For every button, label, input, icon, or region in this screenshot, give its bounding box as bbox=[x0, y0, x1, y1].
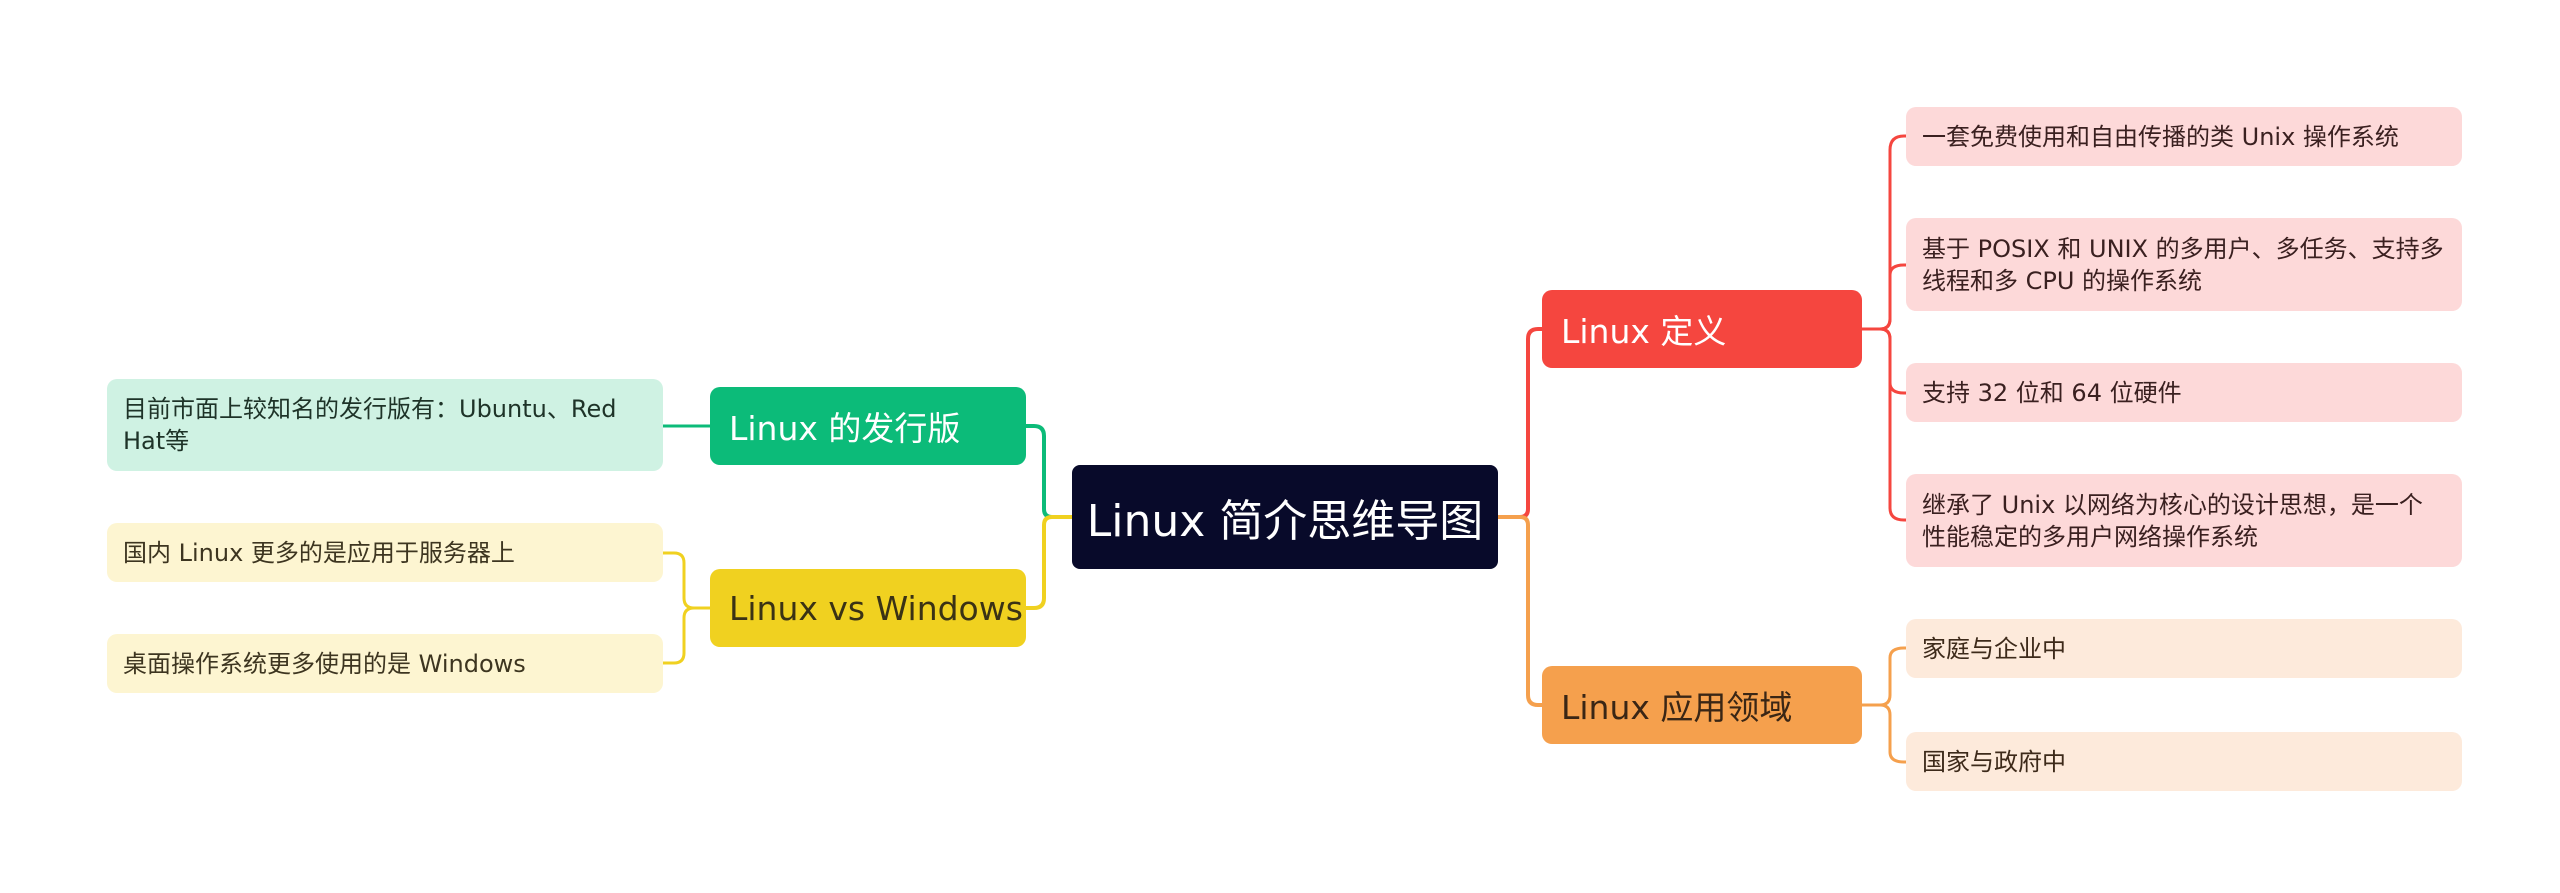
branch-application[interactable]: Linux 应用领域 bbox=[1542, 666, 1862, 744]
leaf-definition-1[interactable]: 一套免费使用和自由传播的类 Unix 操作系统 bbox=[1906, 107, 2462, 166]
leaf-vs-1[interactable]: 国内 Linux 更多的是应用于服务器上 bbox=[107, 523, 663, 582]
branch-distro[interactable]: Linux 的发行版 bbox=[710, 387, 1026, 465]
branch-definition[interactable]: Linux 定义 bbox=[1542, 290, 1862, 368]
connector-root-distro bbox=[1026, 424, 1072, 519]
connector-root-definition bbox=[1498, 327, 1542, 519]
leaf-distro-1-text: 目前市面上较知名的发行版有：Ubuntu、Red Hat等 bbox=[123, 395, 617, 455]
branch-application-label: Linux 应用领域 bbox=[1561, 688, 1793, 727]
connector-root-application bbox=[1498, 515, 1542, 707]
branch-distro-label: Linux 的发行版 bbox=[729, 409, 961, 448]
leaf-definition-3[interactable]: 支持 32 位和 64 位硬件 bbox=[1906, 363, 2462, 422]
root-node[interactable]: Linux 简介思维导图 bbox=[1072, 465, 1498, 569]
leaf-definition-4[interactable]: 继承了 Unix 以网络为核心的设计思想，是一个性能稳定的多用户网络操作系统 bbox=[1906, 474, 2462, 567]
connector-definition-leaf-3 bbox=[1862, 327, 1906, 395]
leaf-application-2[interactable]: 国家与政府中 bbox=[1906, 732, 2462, 791]
connector-application-leaf-2 bbox=[1862, 703, 1906, 764]
connector-vs-leaf-1 bbox=[663, 551, 710, 610]
connector-definition-leaf-4 bbox=[1862, 327, 1906, 522]
connector-definition-leaf-1 bbox=[1862, 134, 1906, 331]
branch-vs-label: Linux vs Windows bbox=[729, 588, 1023, 628]
root-title: Linux 简介思维导图 bbox=[1086, 496, 1484, 547]
leaf-definition-2-text: 基于 POSIX 和 UNIX 的多用户、多任务、支持多线程和多 CPU 的操作… bbox=[1922, 234, 2444, 295]
leaf-distro-1[interactable]: 目前市面上较知名的发行版有：Ubuntu、Red Hat等 bbox=[107, 379, 663, 471]
leaf-application-1[interactable]: 家庭与企业中 bbox=[1906, 619, 2462, 678]
leaf-definition-2[interactable]: 基于 POSIX 和 UNIX 的多用户、多任务、支持多线程和多 CPU 的操作… bbox=[1906, 218, 2462, 311]
branch-vs[interactable]: Linux vs Windows bbox=[710, 569, 1026, 647]
leaf-vs-2[interactable]: 桌面操作系统更多使用的是 Windows bbox=[107, 634, 663, 693]
connector-definition-leaf-2 bbox=[1862, 263, 1906, 331]
branch-definition-label: Linux 定义 bbox=[1561, 312, 1727, 351]
connector-root-vs bbox=[1026, 515, 1072, 610]
leaf-application-2-text: 国家与政府中 bbox=[1922, 747, 2066, 776]
leaf-definition-3-text: 支持 32 位和 64 位硬件 bbox=[1922, 378, 2182, 407]
leaf-definition-4-text: 继承了 Unix 以网络为核心的设计思想，是一个性能稳定的多用户网络操作系统 bbox=[1922, 490, 2423, 551]
leaf-vs-2-text: 桌面操作系统更多使用的是 Windows bbox=[123, 649, 526, 678]
leaf-application-1-text: 家庭与企业中 bbox=[1922, 634, 2066, 663]
leaf-definition-1-text: 一套免费使用和自由传播的类 Unix 操作系统 bbox=[1922, 122, 2399, 151]
leaf-vs-1-text: 国内 Linux 更多的是应用于服务器上 bbox=[123, 538, 515, 567]
connector-vs-leaf-2 bbox=[663, 606, 710, 665]
connector-application-leaf-1 bbox=[1862, 646, 1906, 707]
